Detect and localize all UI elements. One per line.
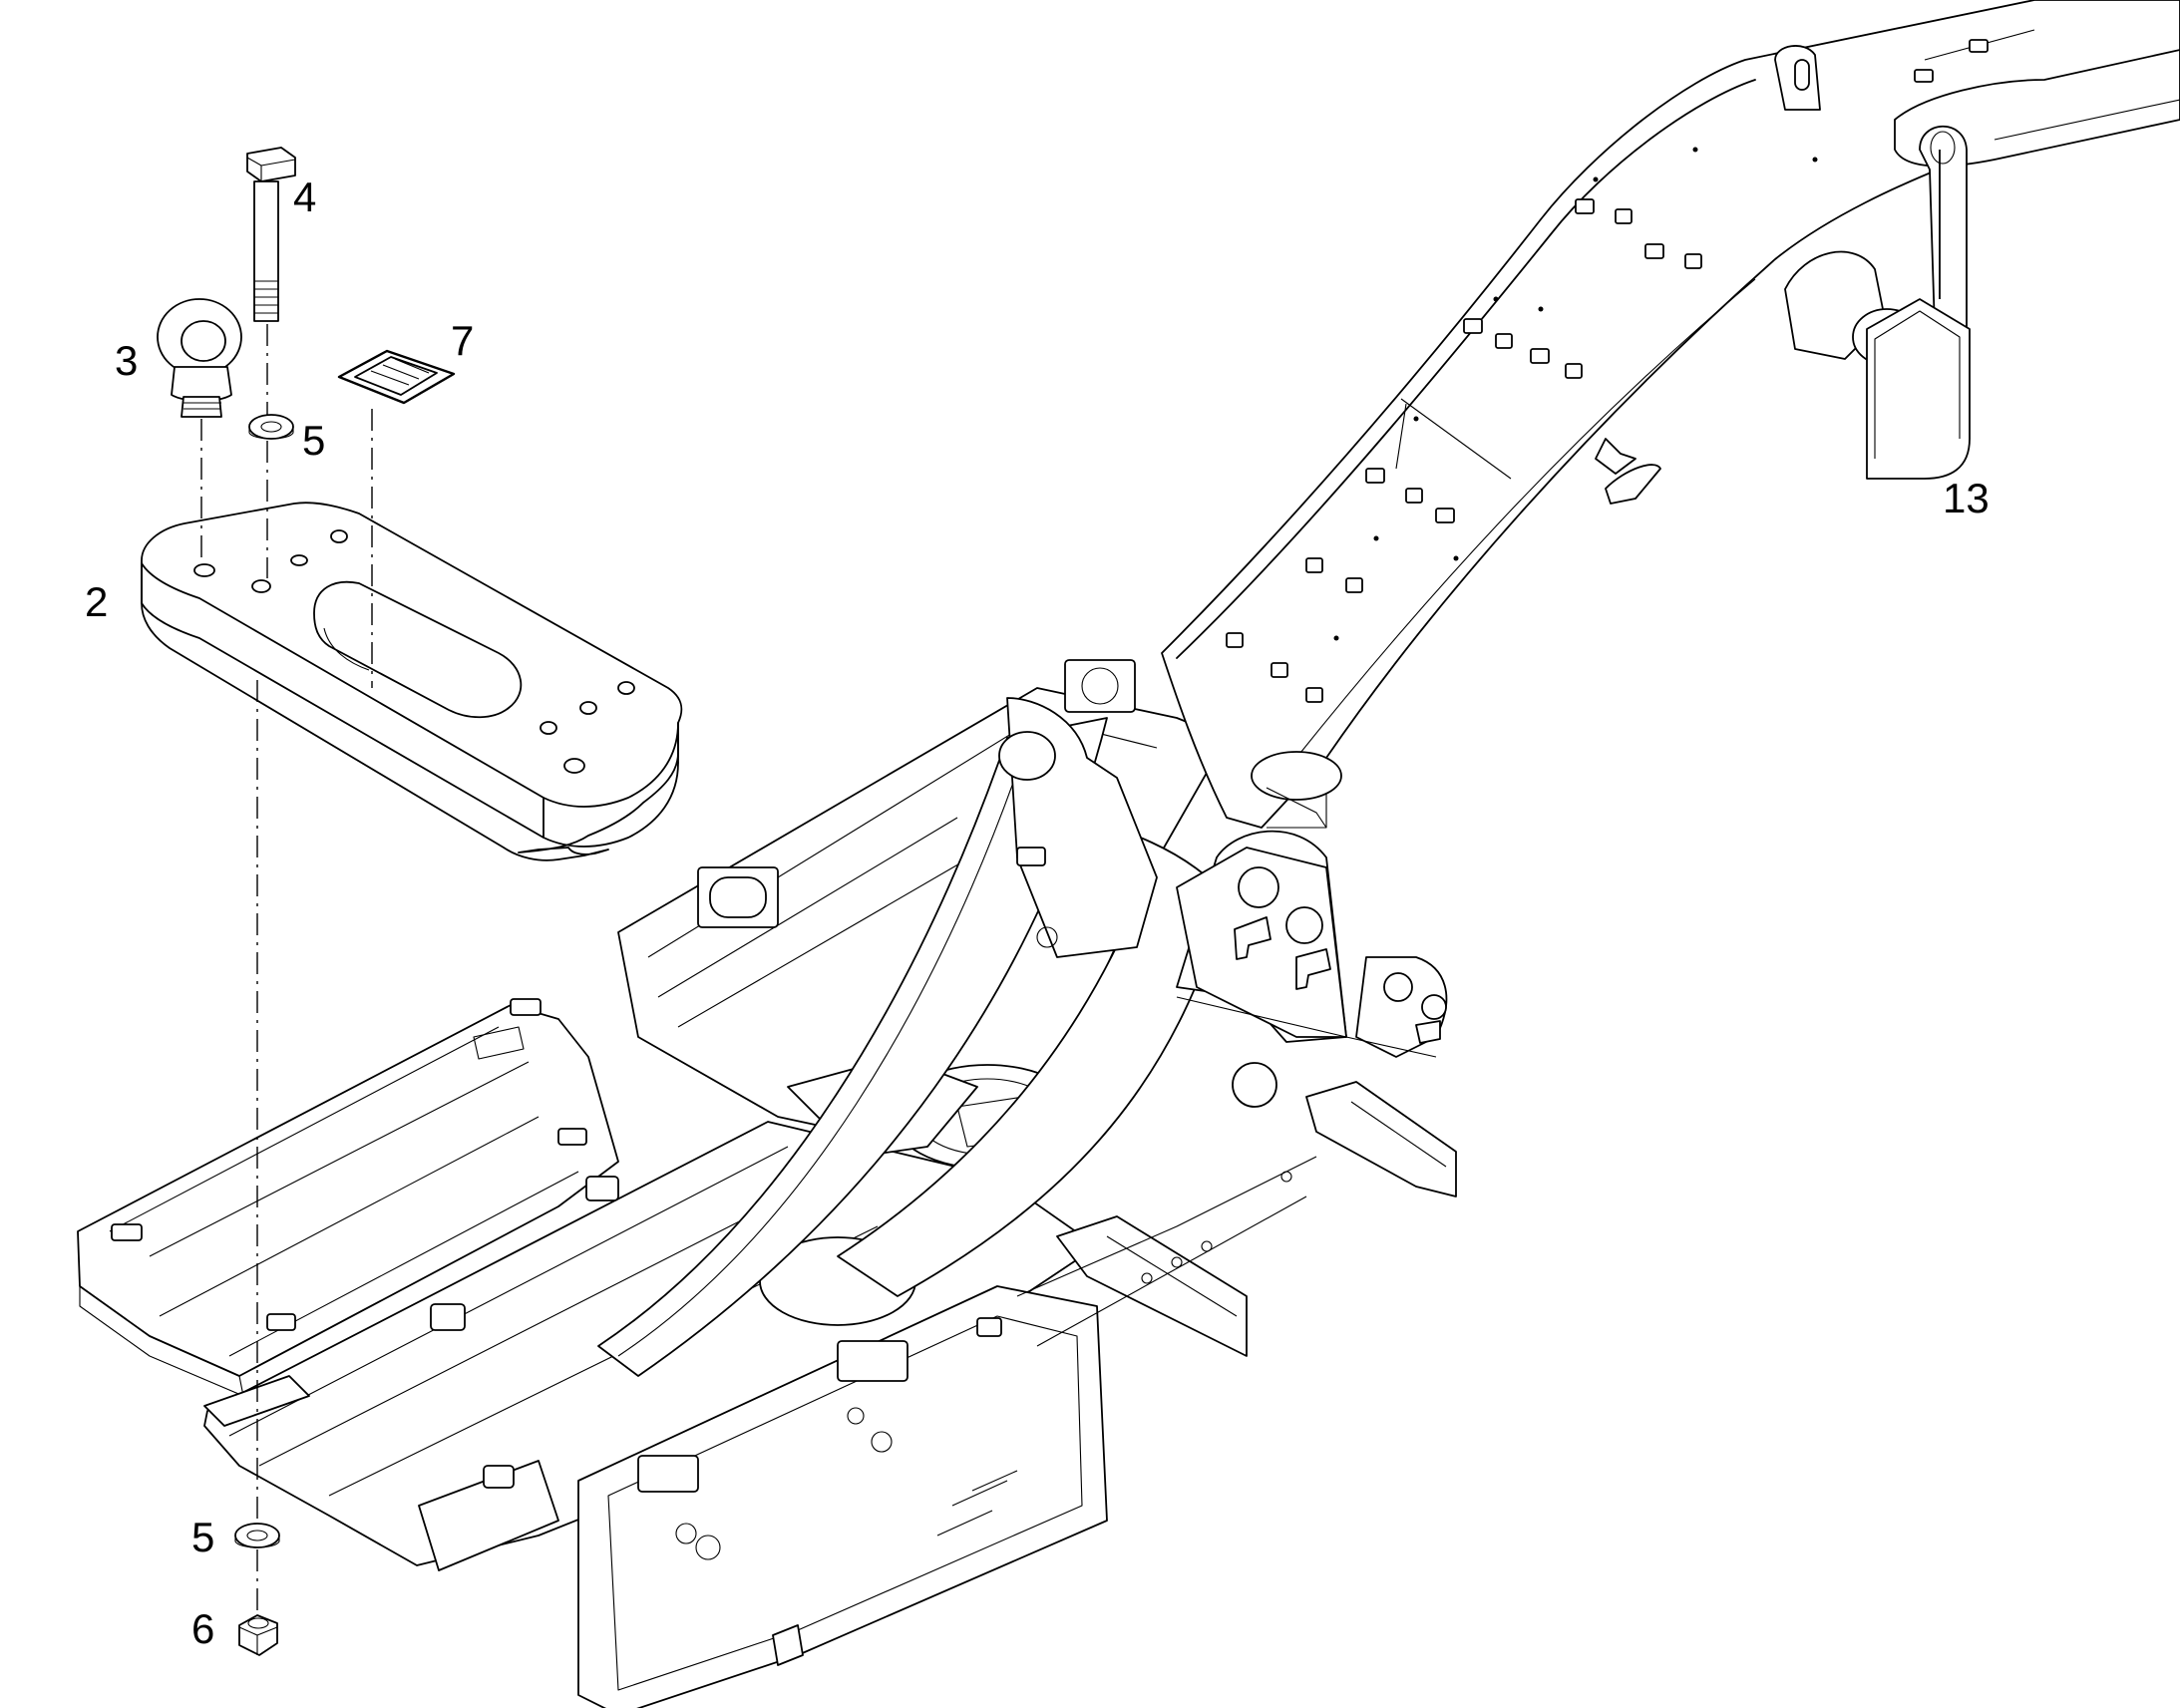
callout-2: 2 [85,578,108,625]
callout-5-bottom: 5 [191,1514,214,1560]
hex-bolt [246,147,296,322]
lifting-shackle [1866,125,1971,480]
eye-bolt [157,298,242,418]
boom-fittings [1226,39,1989,703]
boom [1161,0,2180,829]
mounting-plate [141,502,683,861]
label-decal [337,349,456,405]
callout-7: 7 [451,317,474,364]
callout-4: 4 [293,173,316,220]
assembly-centerlines [200,324,373,1613]
callout-3: 3 [115,337,138,384]
hex-nut [238,1614,278,1656]
callout-5-top: 5 [302,417,325,464]
callout-6: 6 [191,1605,214,1652]
washer-top [248,414,294,440]
excavator-upper-frame [77,659,1457,1708]
washer-bottom [234,1523,280,1548]
callout-13: 13 [1943,475,1990,521]
